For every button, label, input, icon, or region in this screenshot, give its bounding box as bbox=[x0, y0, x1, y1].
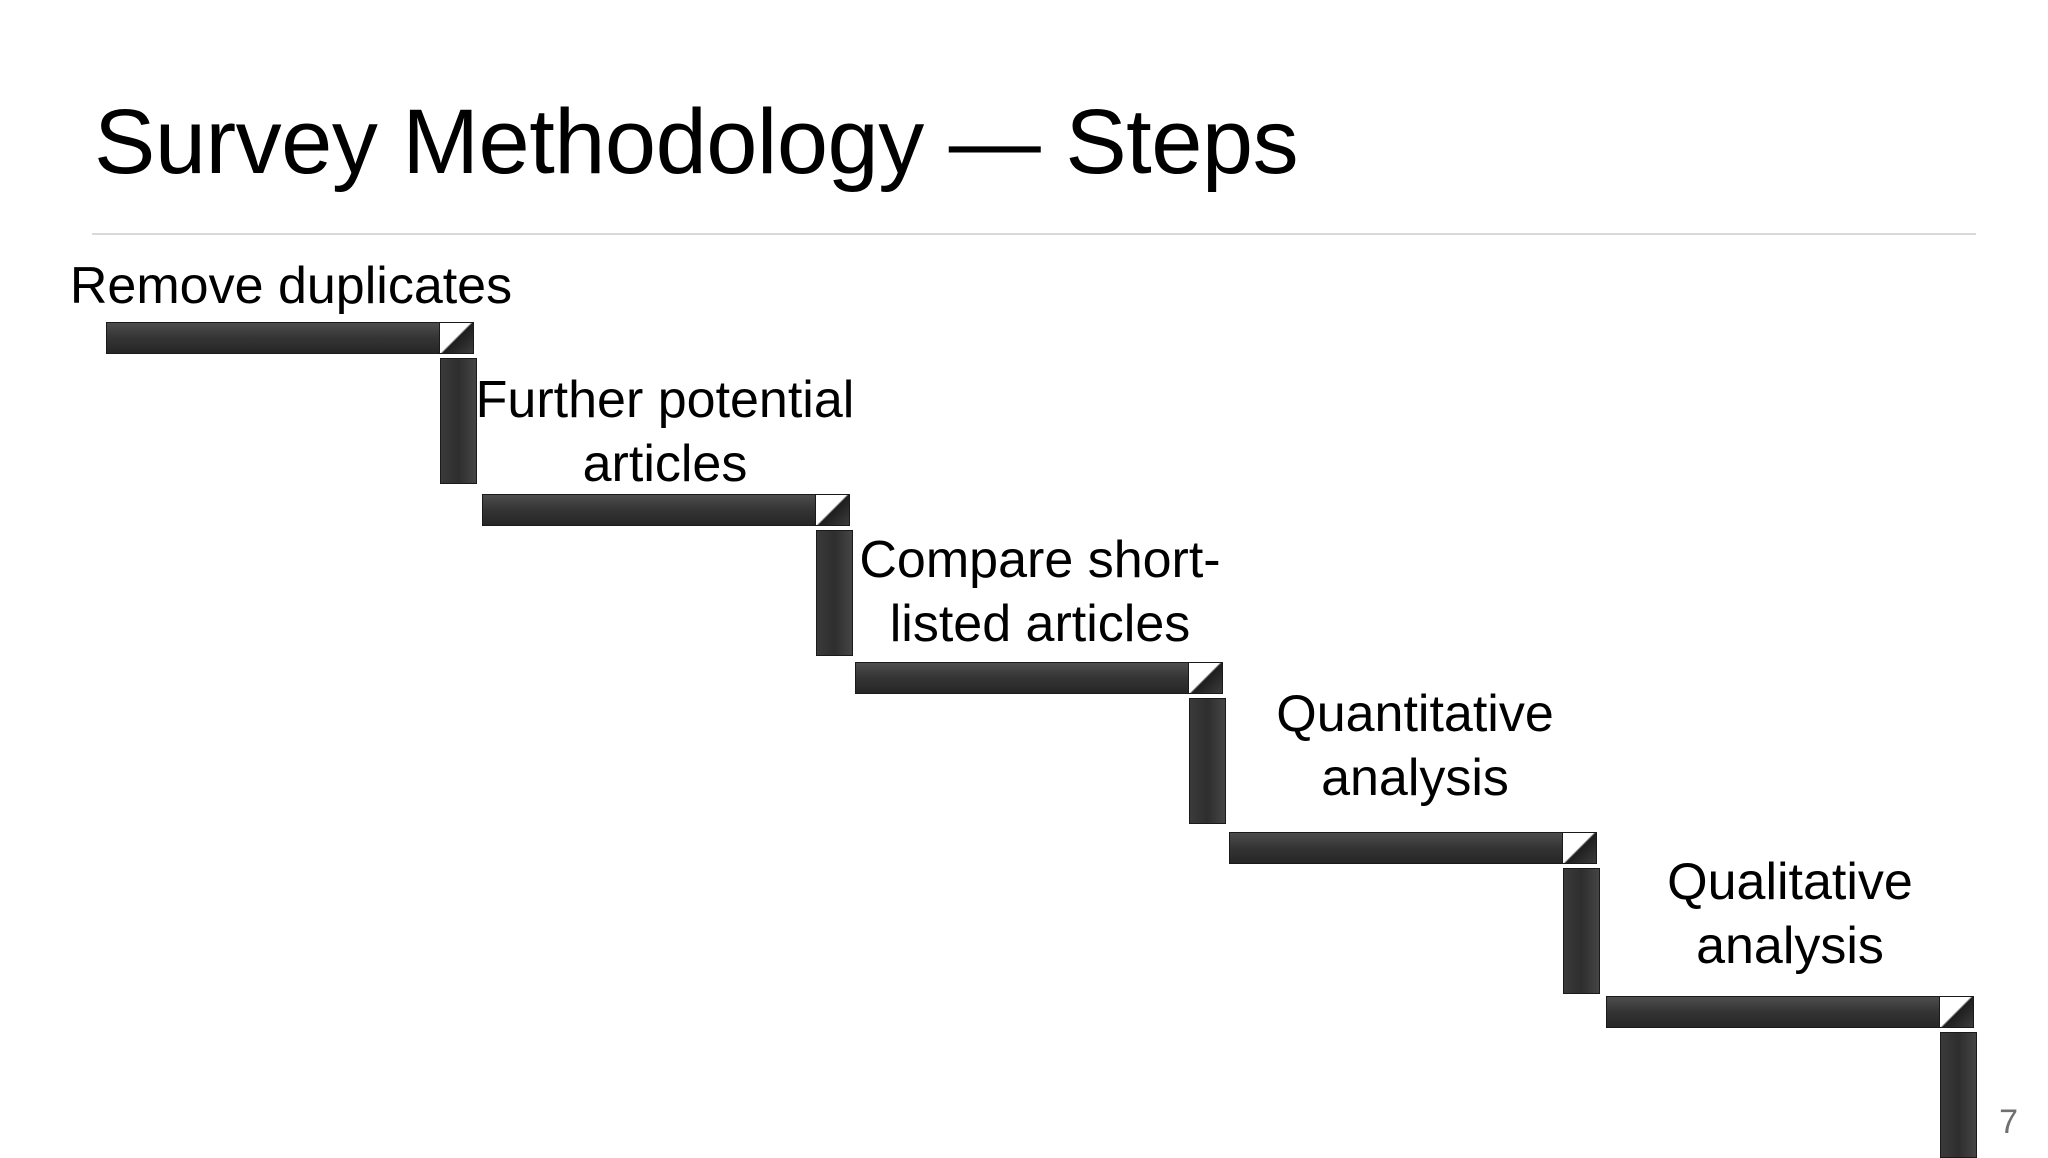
step-5-tread bbox=[1606, 996, 1940, 1028]
step-label-line: Quantitative bbox=[1276, 685, 1554, 743]
page-number: 7 bbox=[1999, 1103, 2018, 1141]
step-label-line: Compare short- bbox=[859, 531, 1221, 589]
step-3-fold bbox=[1189, 662, 1223, 694]
step-label-line: Remove duplicates bbox=[69, 257, 513, 315]
step-4-riser bbox=[1563, 868, 1600, 994]
step-label-remove-duplicates: Remove duplicates bbox=[66, 254, 516, 318]
step-label-compare-short-listed-articles: Compare short- listed articles bbox=[845, 528, 1235, 656]
step-1-fold bbox=[440, 322, 474, 354]
step-2-riser bbox=[816, 530, 853, 656]
step-label-quantitative-analysis: Quantitative analysis bbox=[1225, 682, 1605, 810]
step-label-line: listed articles bbox=[889, 595, 1191, 653]
step-4-tread bbox=[1229, 832, 1563, 864]
step-label-line: analysis bbox=[1321, 749, 1509, 807]
step-4-fold bbox=[1563, 832, 1597, 864]
slide-title: Survey Methodology — Steps bbox=[94, 91, 1299, 193]
step-2-fold bbox=[816, 494, 850, 526]
step-1-tread bbox=[106, 322, 440, 354]
step-label-further-potential-articles: Further potential articles bbox=[470, 368, 860, 496]
step-5-riser bbox=[1940, 1032, 1977, 1158]
step-1-riser bbox=[440, 358, 477, 484]
step-3-tread bbox=[855, 662, 1189, 694]
step-label-line: Qualitative bbox=[1667, 853, 1913, 911]
step-2-tread bbox=[482, 494, 816, 526]
step-label-line: analysis bbox=[1696, 917, 1884, 975]
step-3-riser bbox=[1189, 698, 1226, 824]
step-5-fold bbox=[1940, 996, 1974, 1028]
step-label-qualitative-analysis: Qualitative analysis bbox=[1600, 850, 1980, 978]
step-label-line: articles bbox=[582, 435, 748, 493]
title-divider bbox=[92, 233, 1976, 235]
step-label-line: Further potential bbox=[475, 371, 855, 429]
